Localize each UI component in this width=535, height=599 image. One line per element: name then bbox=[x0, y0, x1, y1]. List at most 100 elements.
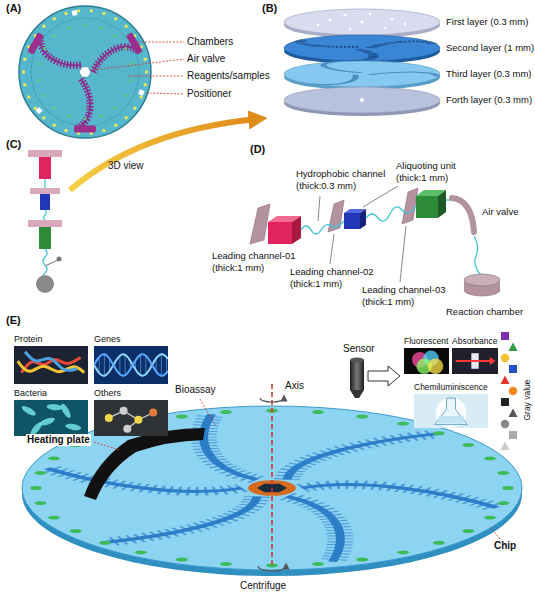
part-label: Heating plate bbox=[26, 434, 91, 446]
positioner bbox=[36, 107, 43, 114]
gray-value-marker bbox=[501, 420, 509, 428]
reagent-well bbox=[114, 34, 117, 37]
reagent-well bbox=[37, 79, 40, 82]
layer-disk bbox=[369, 69, 444, 80]
reagent-well bbox=[130, 79, 133, 82]
comb-arm bbox=[58, 79, 103, 131]
layer-disk bbox=[370, 41, 434, 48]
unit-sketch bbox=[28, 150, 62, 293]
chip-disk bbox=[48, 516, 60, 520]
chip-disk bbox=[302, 485, 497, 508]
reagent-well bbox=[84, 24, 87, 27]
reaction-chamber bbox=[464, 274, 500, 296]
chip-disk bbox=[312, 562, 324, 566]
view-arrow bbox=[70, 119, 258, 190]
panel-letter: (B) bbox=[262, 2, 277, 14]
protein-image-tile: Protein bbox=[14, 328, 88, 384]
layer-disk bbox=[284, 61, 440, 87]
aliquoting-block bbox=[344, 213, 360, 229]
chemiluminescence-image-tile: Chemiluminiscence bbox=[414, 376, 488, 428]
chip-disk bbox=[220, 410, 232, 414]
helix-rung bbox=[166, 357, 167, 373]
gray-value-marker bbox=[509, 387, 517, 395]
light-beam-head bbox=[490, 357, 496, 365]
flask-liquid bbox=[438, 416, 463, 423]
reagent-well bbox=[67, 115, 70, 118]
layer-disk bbox=[384, 27, 387, 30]
chip-disk bbox=[433, 431, 445, 435]
part-label: Reagents/samples bbox=[187, 70, 270, 82]
chip-disk bbox=[278, 422, 436, 489]
light-beam bbox=[456, 360, 490, 362]
layer-disk bbox=[369, 13, 372, 16]
helix-rung bbox=[145, 355, 146, 374]
others-image-tile: Others bbox=[94, 382, 168, 436]
picture-ground bbox=[452, 348, 498, 374]
positioner bbox=[138, 89, 144, 95]
picture-ground bbox=[414, 394, 488, 428]
gray-value-marker bbox=[509, 343, 518, 352]
part-label: Chip bbox=[494, 540, 516, 552]
leader-line bbox=[363, 186, 398, 207]
reagent-well bbox=[114, 124, 117, 127]
tile-heading: Chemiluminiscence bbox=[414, 381, 488, 393]
reagent-well bbox=[43, 47, 46, 50]
aliquoting-block bbox=[360, 209, 366, 229]
layer-disk bbox=[404, 23, 407, 26]
reagent-well bbox=[22, 70, 25, 73]
tile-heading: Fluorescent bbox=[404, 335, 448, 347]
reagent-well bbox=[67, 26, 70, 29]
leader-line bbox=[128, 76, 184, 77]
glow bbox=[436, 397, 467, 428]
chip-disk bbox=[108, 487, 266, 554]
part-label: Chambers bbox=[187, 36, 233, 48]
chip-disk bbox=[47, 468, 242, 491]
layer-disk bbox=[323, 62, 362, 73]
chip-disk bbox=[278, 422, 436, 489]
reaction-chamber bbox=[464, 274, 500, 286]
reagent-well bbox=[27, 95, 30, 98]
reagent-well bbox=[84, 118, 87, 121]
molecule-atom bbox=[123, 425, 131, 433]
tile-picture bbox=[414, 394, 488, 428]
rotation-axis bbox=[271, 384, 273, 566]
gray-value-marker bbox=[501, 332, 509, 340]
layer-disk bbox=[317, 24, 320, 27]
part-label: Air valve bbox=[482, 206, 518, 218]
chip-disk bbox=[108, 487, 266, 554]
air-valve-tube bbox=[452, 198, 474, 232]
reagent-well bbox=[143, 58, 146, 61]
red-block bbox=[268, 222, 292, 244]
layer-disk bbox=[284, 9, 440, 38]
bacterium bbox=[59, 402, 72, 419]
chip-disk bbox=[108, 487, 266, 554]
chip-disk bbox=[502, 486, 514, 490]
chip-disk bbox=[356, 558, 368, 562]
reagent-well bbox=[114, 17, 117, 20]
reagent-well bbox=[102, 129, 105, 132]
comb-arm bbox=[58, 79, 103, 131]
reagent-well bbox=[124, 94, 127, 97]
chip-disk bbox=[151, 414, 309, 481]
layer-label: First layer (0.3 mm) bbox=[446, 16, 528, 28]
chip-disk bbox=[99, 541, 111, 545]
chip-disk bbox=[35, 501, 47, 505]
bacterium bbox=[20, 404, 37, 417]
axis-label: Gray value bbox=[521, 379, 533, 420]
layer-disk bbox=[344, 14, 347, 17]
green-block bbox=[416, 196, 438, 218]
comb-arm bbox=[36, 25, 81, 77]
red-block bbox=[292, 216, 301, 244]
positioner bbox=[36, 10, 145, 114]
reagent-well bbox=[77, 9, 80, 12]
fluorescent-spot bbox=[428, 358, 444, 374]
layer-disk bbox=[293, 37, 434, 61]
chip-disk bbox=[48, 456, 60, 460]
gray-value-marker bbox=[509, 365, 517, 373]
chip-disk bbox=[47, 468, 242, 491]
red-block bbox=[268, 216, 301, 244]
chip-disk bbox=[462, 529, 474, 533]
layer-disk bbox=[326, 49, 391, 62]
